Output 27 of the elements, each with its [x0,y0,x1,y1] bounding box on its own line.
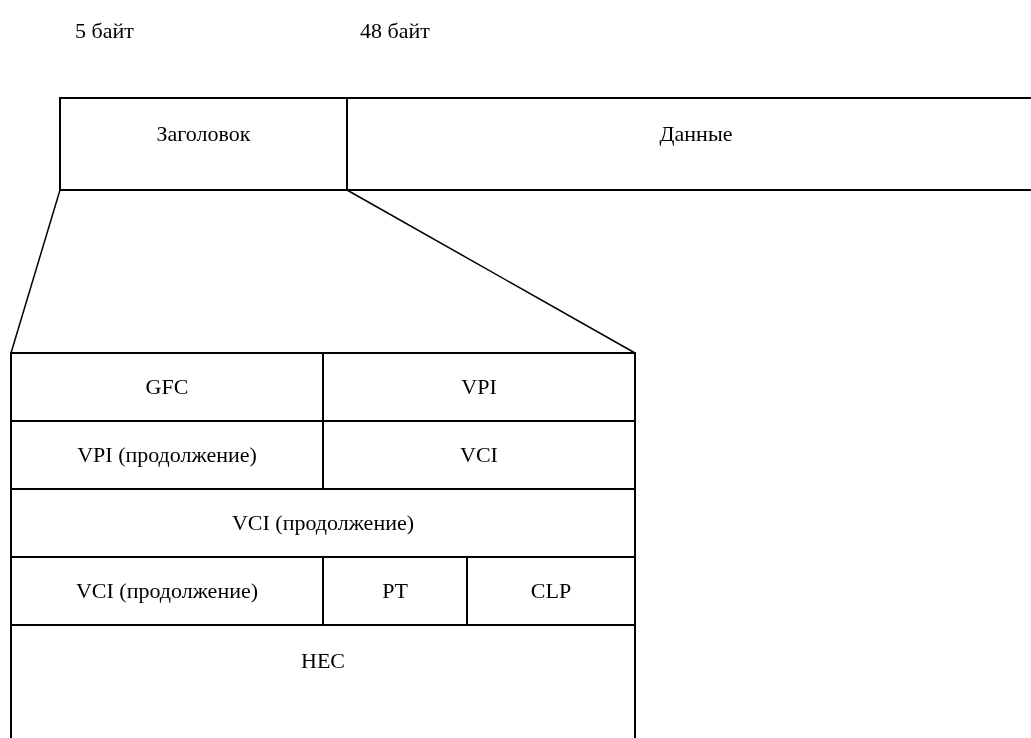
table-cell [11,421,323,489]
byte-size-label: 48 байт [360,18,430,44]
table-cell [11,625,635,738]
table-cell [467,557,635,625]
header-field [59,97,348,191]
table-cell [323,421,635,489]
table-cell [323,353,635,421]
field-label: VCI [459,442,499,468]
field-label: GFC [144,374,190,400]
field-label: VPI [460,374,498,400]
header-structure-table [10,352,636,738]
field-label: VCI (продолжение) [230,510,416,536]
table-cell [11,489,635,557]
table-cell [323,557,467,625]
field-label: VPI (продолжение) [76,442,258,468]
field-label: Заголовок [155,121,252,147]
expansion-line [10,189,61,354]
table-cell [11,557,323,625]
field-label: VCI (продолжение) [74,578,260,604]
field-label: HEC [300,648,346,674]
field-label: CLP [529,578,573,604]
data-field [346,97,1031,191]
byte-size-label: 5 байт [75,18,134,44]
field-label: PT [381,578,409,604]
table-cell [11,353,323,421]
field-label: Данные [658,121,734,147]
expansion-line [346,189,636,354]
